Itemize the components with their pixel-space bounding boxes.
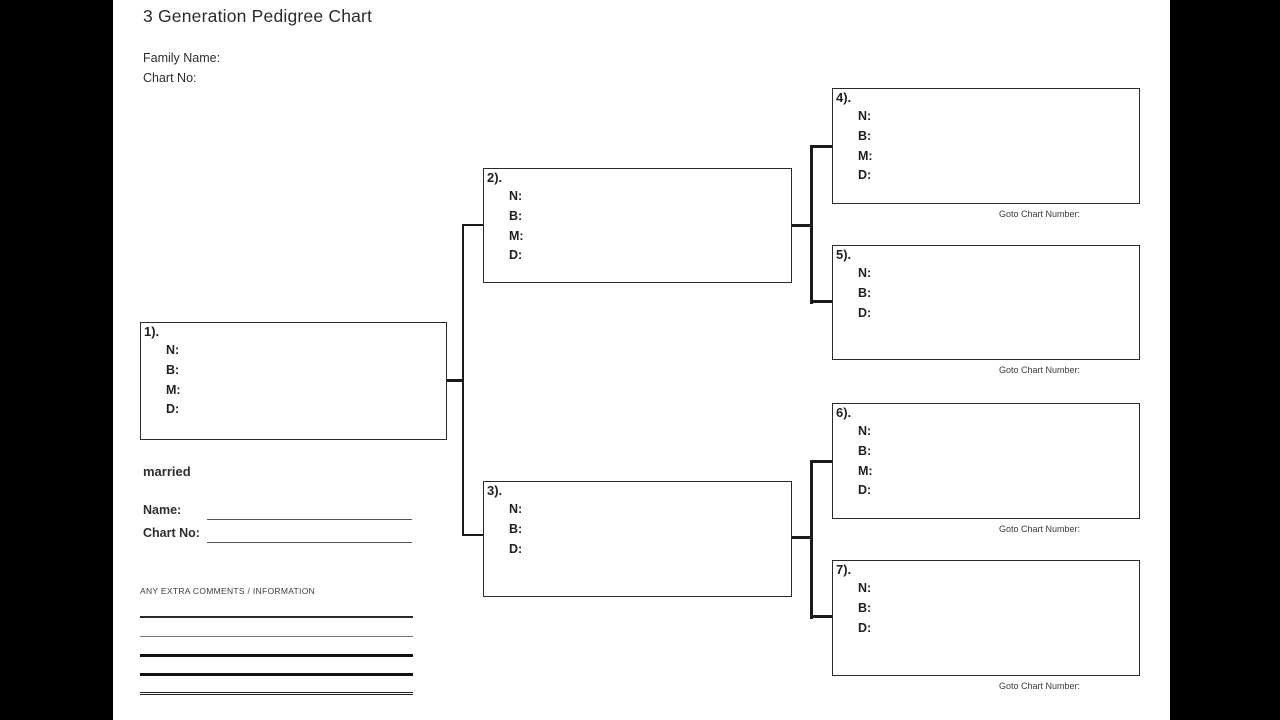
person-box-1-field-n: N: [166, 343, 180, 357]
person-box-3-field-d: D: [509, 541, 523, 556]
connector-box2-stub [462, 224, 483, 226]
connector-box7-stub [812, 615, 832, 618]
goto-chart-number-label-6: Goto Chart Number: [998, 524, 1080, 534]
page-title: 3 Generation Pedigree Chart [143, 6, 373, 26]
person-box-5: 5). N: B: D: [832, 245, 1140, 360]
connector-box4-stub [812, 145, 832, 148]
goto-chart-number-label-5: Goto Chart Number: [998, 365, 1080, 375]
person-box-7: 7). N: B: D: [832, 560, 1140, 676]
comments-line-4 [140, 673, 413, 676]
person-box-4: 4). N: B: M: D: [832, 88, 1140, 204]
right-pillarbox-bar [1170, 0, 1280, 720]
connector-box1-stub [447, 379, 464, 382]
person-box-1: 1). N: B: M: D: [140, 322, 447, 440]
person-box-7-field-d: D: [858, 620, 872, 635]
person-box-2: 2). N: B: M: D: [483, 168, 792, 283]
connector-gen2-lower-vertical [810, 460, 813, 619]
person-box-6-field-b: B: [858, 443, 872, 458]
spouse-name-label: Name: [143, 503, 182, 517]
comments-line-2 [140, 636, 413, 637]
family-name-label: Family Name: [143, 51, 221, 65]
pedigree-chart-page: 3 Generation Pedigree Chart Family Name:… [113, 0, 1170, 720]
person-box-1-field-m: M: [166, 382, 181, 397]
connector-box2-out-stub [792, 224, 813, 227]
chart-no-label: Chart No: [143, 71, 197, 85]
goto-chart-number-label-4: Goto Chart Number: [998, 209, 1080, 219]
person-box-6-field-m: M: [858, 463, 873, 478]
person-box-7-number: 7). [836, 562, 852, 577]
spouse-chart-no-label: Chart No: [143, 526, 200, 540]
person-box-2-field-n: N: [509, 189, 523, 203]
person-box-4-field-m: M: [858, 148, 873, 163]
person-box-1-field-b: B: [166, 362, 180, 377]
spouse-name-underline [207, 519, 412, 520]
person-box-3: 3). N: B: D: [483, 481, 792, 597]
person-box-4-field-b: B: [858, 128, 872, 143]
person-box-3-field-n: N: [509, 502, 523, 516]
spouse-chart-no-underline [207, 542, 412, 543]
person-box-4-field-d: D: [858, 168, 872, 183]
comments-line-3 [140, 654, 413, 657]
person-box-3-field-b: B: [509, 521, 523, 536]
married-label: married [143, 464, 191, 479]
person-box-3-number: 3). [487, 483, 503, 498]
person-box-5-number: 5). [836, 247, 852, 262]
comments-line-1 [140, 616, 413, 618]
person-box-6: 6). N: B: M: D: [832, 403, 1140, 519]
person-box-1-field-d: D: [166, 402, 180, 417]
person-box-2-field-m: M: [509, 228, 524, 243]
connector-box3-out-stub [792, 536, 813, 539]
person-box-2-number: 2). [487, 170, 503, 185]
comments-line-5 [140, 692, 413, 695]
person-box-2-field-b: B: [509, 208, 523, 223]
goto-chart-number-label-7: Goto Chart Number: [998, 681, 1080, 691]
connector-box3-stub [462, 534, 483, 536]
person-box-5-field-n: N: [858, 266, 872, 280]
person-box-4-field-n: N: [858, 109, 872, 123]
person-box-2-field-d: D: [509, 248, 523, 263]
person-box-7-field-n: N: [858, 581, 872, 595]
person-box-6-field-d: D: [858, 483, 872, 498]
person-box-7-field-b: B: [858, 600, 872, 615]
connector-box5-stub [812, 300, 832, 303]
person-box-5-field-d: D: [858, 305, 872, 320]
person-box-6-number: 6). [836, 405, 852, 420]
connector-box6-stub [812, 460, 832, 463]
person-box-6-field-n: N: [858, 424, 872, 438]
person-box-1-number: 1). [144, 324, 160, 339]
person-box-4-number: 4). [836, 90, 852, 105]
comments-heading: ANY EXTRA COMMENTS / INFORMATION [140, 586, 316, 596]
person-box-5-field-b: B: [858, 285, 872, 300]
left-pillarbox-bar [0, 0, 113, 720]
